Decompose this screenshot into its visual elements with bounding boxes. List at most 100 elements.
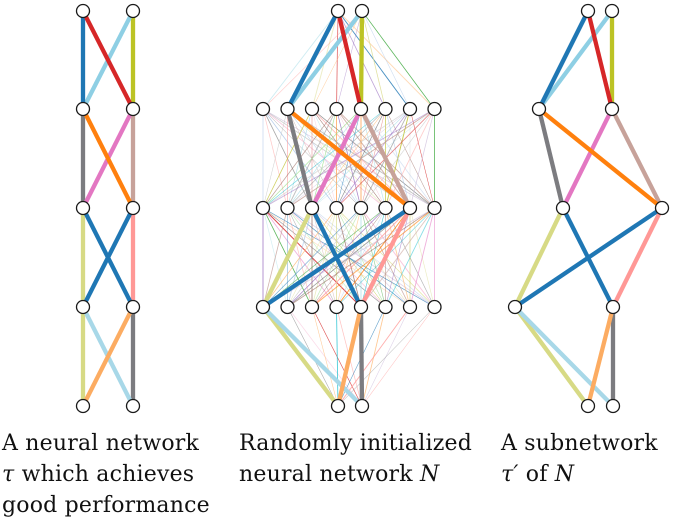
edge-lightcyan [513, 305, 615, 408]
edge-lightorange [585, 306, 616, 407]
caption-text: which achieves [14, 462, 195, 487]
thin-edge [337, 306, 435, 407]
caption-line: neural network N [239, 459, 472, 490]
edge-tan [359, 108, 412, 209]
thin-edge [385, 207, 435, 308]
edge-tan [610, 108, 664, 209]
caption-line: good performance [2, 490, 210, 521]
neuron-node [402, 200, 418, 216]
edge-orange [286, 107, 412, 210]
thin-edge [262, 108, 313, 209]
neuron-node [353, 200, 369, 216]
edge-lightorange [81, 306, 135, 407]
neuron-node [605, 398, 621, 414]
neuron-node [75, 398, 91, 414]
caption-text: A subnetwork [501, 431, 658, 456]
thin-edge [262, 207, 362, 308]
neuron-node [354, 3, 370, 19]
edge-lightorange [335, 306, 364, 407]
caption-line: Randomly initialized [239, 428, 472, 459]
thin-edge [287, 108, 435, 209]
neuron-node [330, 398, 346, 414]
neuron-node [580, 3, 596, 19]
diagram-trained-network-tau [75, 3, 141, 414]
thin-edge [262, 207, 435, 308]
caption-trained-network: A neural network τ which achieves good per… [2, 428, 210, 521]
edge-blue [261, 206, 412, 309]
neuron-node [280, 299, 295, 315]
thin-edge [287, 207, 435, 308]
thin-edge [262, 207, 337, 308]
edge-lightolive [261, 305, 340, 408]
edge-blue [81, 207, 135, 308]
edge-cyan [285, 9, 364, 111]
math-symbol: τ [2, 462, 15, 487]
neuron-node [605, 299, 621, 315]
edge-olive [358, 10, 365, 110]
edge-lightolive [513, 207, 565, 308]
neuron-node [402, 101, 418, 117]
thin-edge [262, 108, 386, 209]
caption-line: A neural network [2, 428, 210, 459]
caption-subnetwork: A subnetwork τ′ of N [501, 428, 658, 490]
neuron-node [304, 101, 320, 117]
thin-edge [262, 10, 339, 110]
edge-salmon [359, 207, 412, 308]
caption-text: Randomly initialized [239, 431, 473, 456]
thin-edge [311, 306, 339, 407]
neuron-node [280, 101, 295, 117]
neuron-node [75, 3, 91, 19]
diagram-random-network-N [255, 3, 442, 414]
edge-red [585, 10, 615, 110]
edge-salmon [611, 207, 664, 308]
caption-line: A subnetwork [501, 428, 658, 459]
neuron-node [125, 101, 141, 117]
thin-edge [336, 306, 339, 407]
thin-edge [361, 10, 411, 110]
thin-edge [262, 207, 386, 308]
neuron-node [580, 398, 596, 414]
math-symbol: τ′ [501, 462, 519, 487]
neuron-node [378, 299, 393, 315]
neuron-node [378, 200, 393, 216]
edge-gray [285, 108, 315, 209]
edge-lightcyan [261, 305, 364, 408]
neuron-node [75, 299, 91, 315]
neuron-node [402, 299, 418, 315]
edge-gray [358, 306, 365, 407]
thin-edge [262, 108, 288, 209]
thin-edge [360, 108, 435, 209]
thin-edge [262, 108, 362, 209]
neuron-node [125, 200, 141, 216]
neuron-node [507, 299, 523, 315]
thin-edge [361, 10, 435, 110]
caption-text: A neural network [2, 431, 200, 456]
caption-line: τ′ of N [501, 459, 658, 490]
neuron-node [378, 101, 393, 117]
thin-edge [385, 108, 435, 209]
neuron-node [255, 200, 271, 216]
edge-magenta [310, 108, 363, 209]
neuron-node [604, 101, 620, 117]
thin-edge [409, 207, 435, 308]
neuron-node [280, 200, 295, 216]
edge-red [81, 10, 135, 110]
caption-text: good performance [2, 493, 210, 518]
caption-text: of [518, 462, 555, 487]
neuron-node [330, 3, 346, 19]
edge-orange [537, 107, 664, 210]
neuron-node [125, 3, 141, 19]
math-symbol: N [419, 462, 440, 487]
thin-edge [360, 207, 435, 308]
neuron-node [125, 299, 141, 315]
neuron-node [353, 299, 369, 315]
caption-random-network: Randomly initialized neural network N [239, 428, 472, 490]
edge-cyan [537, 9, 614, 111]
edge-blue [537, 10, 590, 110]
neuron-node [125, 398, 141, 414]
edge-lightolive [513, 305, 590, 408]
neuron-node [75, 101, 91, 117]
thin-edge [262, 207, 288, 308]
caption-line: τ which achieves [2, 459, 210, 490]
